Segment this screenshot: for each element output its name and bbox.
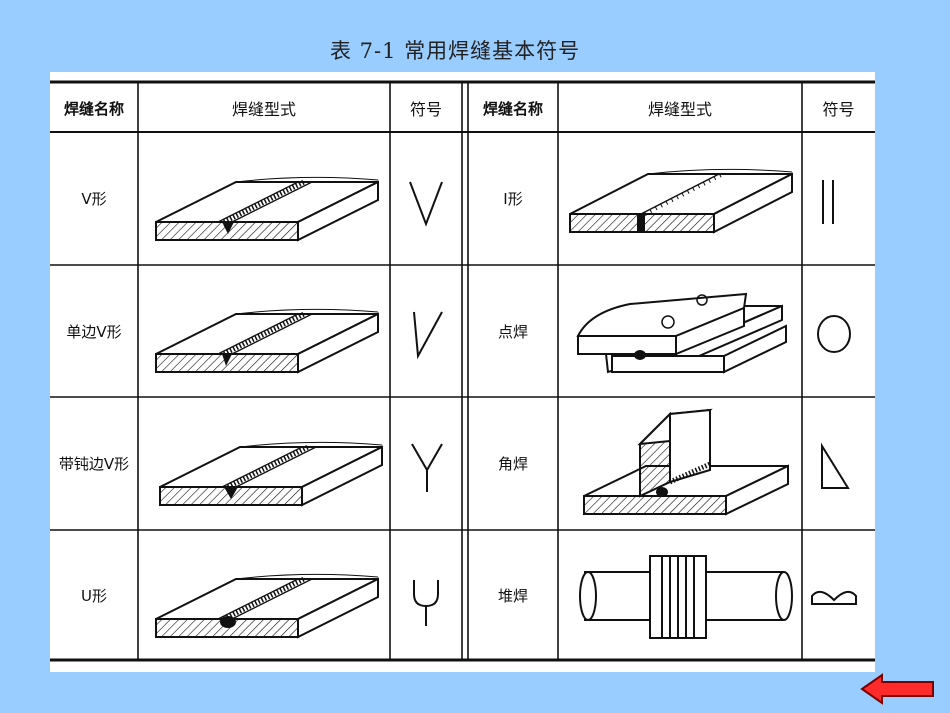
weld-name-v: V形 (81, 190, 107, 208)
v-groove-symbol-icon (409, 181, 443, 227)
weld-name-surfacing: 堆焊 (497, 586, 528, 605)
weld-name-i: I形 (503, 190, 523, 208)
table-title: 表 7-1 常用焊缝基本符号 (330, 39, 581, 63)
fillet-weld-symbol-icon (821, 442, 850, 489)
surfacing-weld-drawing (579, 555, 793, 639)
header-weld-form-left: 焊缝型式 (231, 100, 296, 119)
y-groove-symbol-icon (411, 443, 443, 492)
square-groove-symbol-icon (822, 180, 834, 224)
square-groove-weld-drawing (569, 168, 793, 234)
u-groove-weld-drawing (156, 574, 378, 637)
header-weld-name-left: 焊缝名称 (63, 99, 124, 118)
weld-name-bevel: 单边V形 (66, 322, 122, 341)
y-groove-weld-drawing (160, 442, 382, 505)
weld-name-spot: 点焊 (497, 322, 528, 341)
header-weld-form-right: 焊缝型式 (647, 100, 712, 119)
weld-symbol-table: 焊缝名称 焊缝型式 符号 焊缝名称 焊缝型式 符号 V形 单边V形 带钝边V形 … (50, 72, 875, 672)
weld-name-y: 带钝边V形 (58, 455, 130, 473)
header-weld-name-right: 焊缝名称 (482, 99, 543, 118)
u-groove-symbol-icon (413, 580, 439, 626)
spot-weld-drawing (576, 292, 787, 374)
weld-name-fillet: 角焊 (497, 455, 528, 473)
header-symbol-right: 符号 (822, 100, 855, 119)
surfacing-weld-symbol-icon (811, 590, 857, 605)
fillet-weld-drawing (583, 408, 789, 516)
bevel-groove-symbol-icon (413, 311, 443, 360)
v-groove-weld-drawing (156, 177, 378, 240)
header-symbol-left: 符号 (409, 100, 442, 119)
bevel-groove-weld-drawing (156, 309, 378, 372)
table-drawing (50, 80, 875, 662)
weld-name-u: U形 (81, 586, 107, 605)
spot-weld-symbol-icon (817, 315, 851, 353)
back-arrow-icon[interactable] (860, 672, 936, 710)
